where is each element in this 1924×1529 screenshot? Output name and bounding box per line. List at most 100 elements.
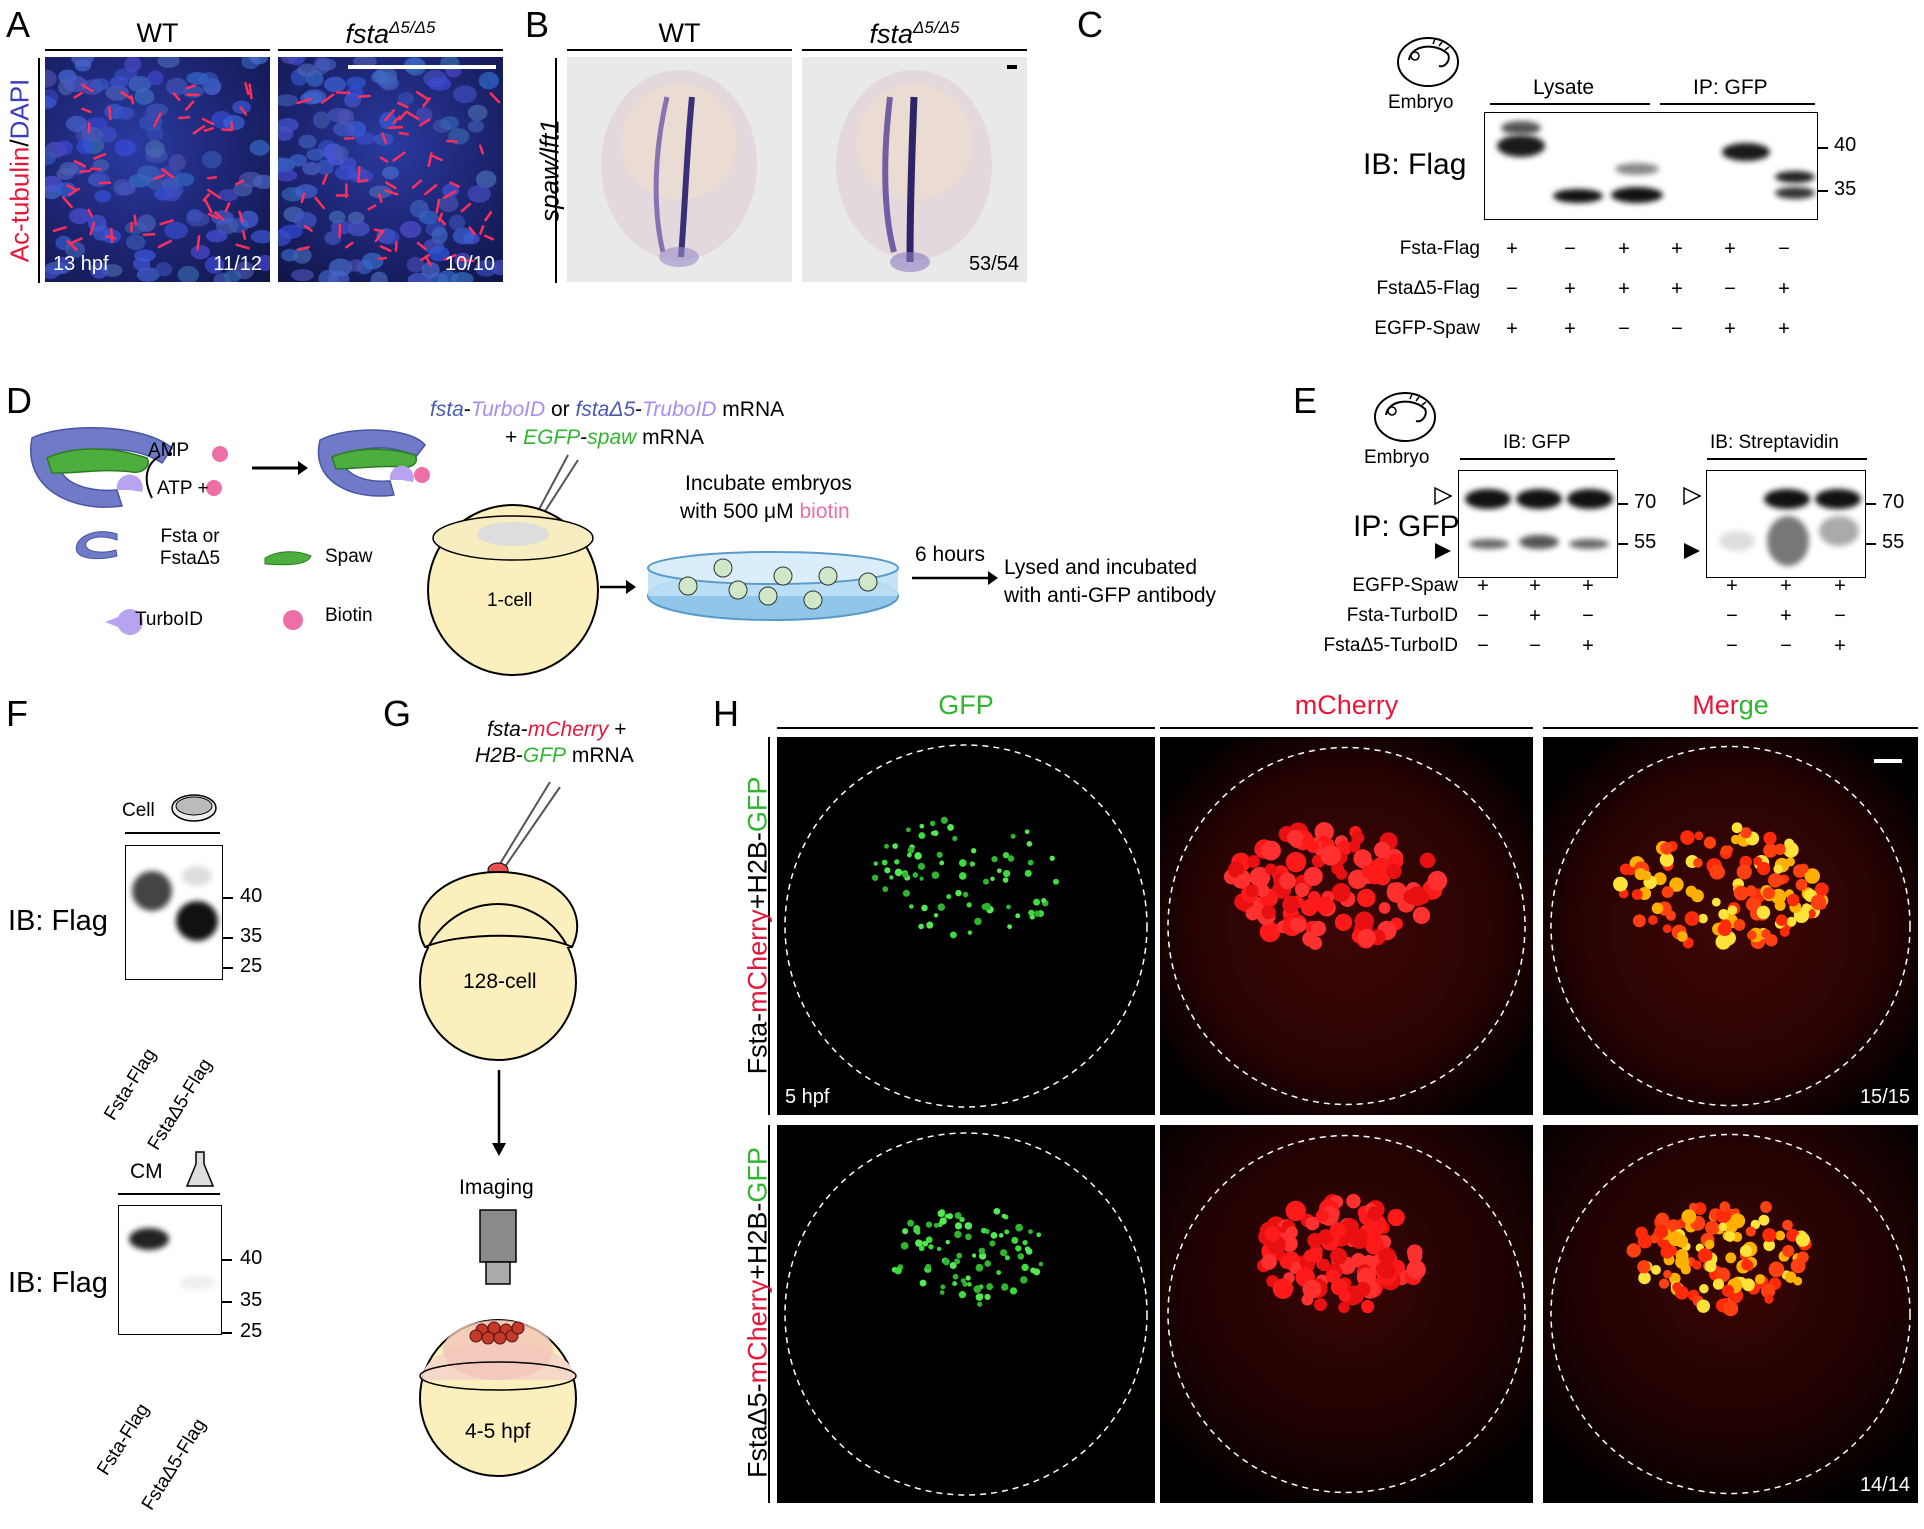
panel-a-divider-1 xyxy=(45,49,270,51)
microscope-objective-icon xyxy=(468,1208,528,1308)
panel-e-row-label-1: EGFP-Spaw xyxy=(1240,575,1458,597)
panel-f-mw-35-a: 35 xyxy=(240,925,262,948)
panel-e-ib-strep-line xyxy=(1707,458,1867,460)
reaction-arrow-icon xyxy=(250,458,310,478)
panel-f-mw-35-b: 35 xyxy=(240,1289,262,1312)
panel-c-ip-line xyxy=(1660,103,1815,105)
panel-e-sign: − xyxy=(1473,635,1493,658)
panel-e-mw-55-a: 55 xyxy=(1634,531,1656,554)
panel-f-cm-label: CM xyxy=(130,1160,163,1184)
biotin-legend-icon xyxy=(278,605,308,635)
panel-a-wt-image: 13 hpf 11/12 xyxy=(45,57,270,282)
panel-e-sign: + xyxy=(1473,575,1493,598)
panel-h-row1-merge-image: 15/15 xyxy=(1543,737,1918,1115)
panel-e-ib-strep-label: IB: Streptavidin xyxy=(1710,432,1839,454)
panel-f-mw-25-b: 25 xyxy=(240,1320,262,1343)
panel-e-sign: + xyxy=(1776,605,1796,628)
panel-c-ip-label: IP: GFP xyxy=(1693,76,1768,100)
panel-h-row-label-2: FstaΔ5-mCherry+H2B-GFP xyxy=(743,1123,774,1503)
panel-b-wt-image xyxy=(567,57,792,282)
panel-e-sign: − xyxy=(1525,635,1545,658)
panel-e-ib-gfp-label: IB: GFP xyxy=(1503,432,1571,454)
panel-f-cell-line xyxy=(125,832,220,834)
panel-c-embryo-label: Embryo xyxy=(1388,92,1453,114)
panel-f-lane-1-a: Fsta-Flag xyxy=(100,1045,161,1125)
panel-h-stage-label: 5 hpf xyxy=(785,1086,829,1109)
panel-b-ylabel: spaw/lft1 xyxy=(535,61,566,281)
panel-c-row-label-3: EGFP-Spaw xyxy=(1300,318,1480,340)
panel-c-sign: + xyxy=(1502,238,1522,261)
panel-c-mw-35: 35 xyxy=(1834,178,1856,201)
panel-h-divider-1 xyxy=(777,727,1155,729)
panel-f-cell-blot xyxy=(125,845,223,980)
panel-h-divider-2 xyxy=(1160,727,1533,729)
spaw-legend-icon xyxy=(263,550,313,570)
embryo-icon xyxy=(1393,30,1463,90)
incubate-label-1: Incubate embryos xyxy=(685,472,852,496)
panel-c-sign: + xyxy=(1502,318,1522,341)
panel-f-ib-label-1: IB: Flag xyxy=(8,905,108,938)
panel-e-sign: + xyxy=(1830,635,1850,658)
panel-a-mutant-image: 10/10 xyxy=(278,57,503,282)
open-triangle-icon xyxy=(1433,486,1453,506)
panel-c-sign: − xyxy=(1614,318,1634,341)
filled-triangle-icon xyxy=(1682,541,1702,561)
panel-letter-b: B xyxy=(525,4,549,46)
panel-e-sign: + xyxy=(1578,635,1598,658)
panel-b-mutant-header: fstaΔ5/Δ5 xyxy=(802,18,1027,50)
imaging-label: Imaging xyxy=(459,1176,534,1200)
panel-a-count-1: 11/12 xyxy=(213,253,262,276)
embryo-icon xyxy=(1370,385,1440,445)
panel-b-count: 53/54 xyxy=(969,253,1019,276)
panel-c-sign: + xyxy=(1560,278,1580,301)
panel-h-row2-gfp-image xyxy=(777,1125,1155,1503)
culture-dish-icon xyxy=(170,790,218,824)
flask-icon xyxy=(185,1150,215,1190)
panel-b-divider-1 xyxy=(567,49,792,51)
lysed-label-1: Lysed and incubated xyxy=(1004,556,1197,580)
panel-g-stage-label: 4-5 hpf xyxy=(465,1420,530,1444)
panel-c-blot xyxy=(1484,112,1818,220)
panel-h-merge-header: Merge xyxy=(1543,690,1918,721)
panel-b-divider-2 xyxy=(802,49,1027,51)
arrow-to-dish-icon xyxy=(598,577,638,597)
panel-c-lysate-label: Lysate xyxy=(1533,76,1594,100)
panel-c-sign: − xyxy=(1667,318,1687,341)
panel-e-sign: + xyxy=(1830,575,1850,598)
panel-c-mw-40: 40 xyxy=(1834,134,1856,157)
panel-c-sign: − xyxy=(1720,278,1740,301)
panel-g-injection-line-1: fsta-mCherry + xyxy=(487,718,626,742)
legend-fsta-label: Fsta or FstaΔ5 xyxy=(135,526,245,570)
scale-bar xyxy=(348,65,496,69)
panel-e-mw-70-b: 70 xyxy=(1882,491,1904,514)
panel-e-sign: − xyxy=(1776,635,1796,658)
panel-e-ip-label: IP: GFP xyxy=(1353,510,1460,544)
panel-h-count-1: 15/15 xyxy=(1860,1086,1910,1109)
panel-letter-d: D xyxy=(6,380,32,422)
panel-h-row1-gfp-image: 5 hpf xyxy=(777,737,1155,1115)
panel-e-sign: + xyxy=(1525,605,1545,628)
panel-e-sign: − xyxy=(1830,605,1850,628)
panel-g-injection-line-2: H2B-GFP mRNA xyxy=(475,744,634,768)
panel-e-embryo-label: Embryo xyxy=(1364,447,1429,469)
amp-label: AMP xyxy=(148,440,189,462)
panel-f-mw-40-a: 40 xyxy=(240,885,262,908)
panel-c-ib-label: IB: Flag xyxy=(1363,148,1466,182)
panel-f-cm-blot xyxy=(118,1205,222,1335)
panel-c-lysate-line xyxy=(1490,103,1650,105)
panel-a-ylabel: Ac-tubulin/DAPI xyxy=(5,46,36,296)
panel-c-sign: + xyxy=(1560,318,1580,341)
panel-e-sign: + xyxy=(1776,575,1796,598)
panel-c-sign: + xyxy=(1614,238,1634,261)
panel-a-count-2: 10/10 xyxy=(445,253,495,276)
panel-g-128-cell-label: 128-cell xyxy=(463,970,537,994)
panel-c-row-label-1: Fsta-Flag xyxy=(1300,238,1480,260)
six-hours-label: 6 hours xyxy=(915,543,985,567)
one-cell-label: 1-cell xyxy=(487,590,532,612)
panel-e-sign: − xyxy=(1722,605,1742,628)
panel-f-ib-label-2: IB: Flag xyxy=(8,1267,108,1300)
panel-c-sign: + xyxy=(1774,278,1794,301)
lysed-label-2: with anti-GFP antibody xyxy=(1004,584,1216,608)
panel-c-sign: + xyxy=(1614,278,1634,301)
legend-biotin-label: Biotin xyxy=(325,605,373,627)
